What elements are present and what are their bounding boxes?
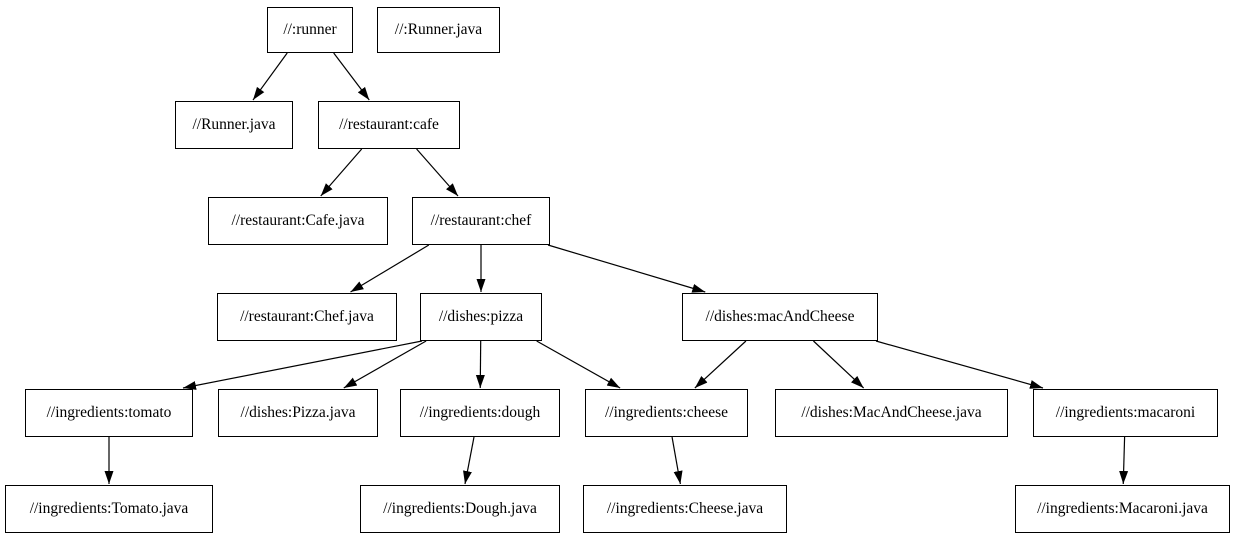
node-label: //restaurant:Cafe.java [231,212,365,230]
edge-mac-and-cheese-to-macaroni [875,340,1044,389]
node-mac-and-cheese: //dishes:macAndCheese [682,293,878,341]
edge-mac-and-cheese-to-cheese [694,340,747,389]
node-pizza-java: //dishes:Pizza.java [218,389,378,437]
node-label: //dishes:pizza [438,308,524,326]
edge-pizza-to-pizza-java [343,340,427,389]
node-label: //:runner [283,21,337,39]
node-dough: //ingredients:dough [400,389,560,437]
node-label: //restaurant:chef [430,212,532,230]
edge-pizza-to-cheese [536,340,621,389]
node-tomato-java: //ingredients:Tomato.java [5,485,213,533]
node-pizza: //dishes:pizza [420,293,542,341]
node-label: //dishes:MacAndCheese.java [801,404,982,422]
node-label: //dishes:macAndCheese [705,308,855,326]
node-label: //ingredients:dough [419,404,541,422]
edge-cheese-to-cheese-java [671,436,683,485]
node-label: //restaurant:Chef.java [240,308,374,326]
node-mac-and-cheese-java: //dishes:MacAndCheese.java [775,389,1008,437]
edge-chef-to-mac-and-cheese [547,244,706,293]
edge-macaroni-to-macaroni-java [1119,436,1129,485]
edge-chef-to-chef-java [350,244,430,293]
edge-runner-to-cafe [333,52,370,101]
edge-mac-and-cheese-to-mac-and-cheese-java [813,340,865,389]
node-label: //Runner.java [192,116,276,134]
node-runner: //:runner [267,7,353,53]
node-label: //restaurant:cafe [339,116,439,134]
node-cafe: //restaurant:cafe [318,101,460,149]
node-tomato: //ingredients:tomato [25,389,193,437]
node-chef: //restaurant:chef [412,197,550,245]
node-label: //ingredients:Cheese.java [606,500,764,518]
node-cheese-java: //ingredients:Cheese.java [583,485,787,533]
node-label: //ingredients:macaroni [1055,404,1196,422]
node-label: //ingredients:Tomato.java [29,500,189,518]
node-label: //dishes:Pizza.java [240,404,356,422]
node-label: //ingredients:cheese [604,404,729,422]
node-label: //:Runner.java [394,21,483,39]
node-macaroni-java: //ingredients:Macaroni.java [1015,485,1230,533]
edge-cafe-to-cafe-java [320,148,363,197]
node-cheese: //ingredients:cheese [585,389,748,437]
edge-pizza-to-tomato [182,340,423,390]
edge-cafe-to-chef [416,148,459,197]
node-cafe-java: //restaurant:Cafe.java [208,197,388,245]
node-chef-java: //restaurant:Chef.java [217,293,397,341]
edge-group [104,52,1129,485]
node-runner-java-root: //:Runner.java [377,7,500,53]
node-label: //ingredients:tomato [46,404,172,422]
node-label: //ingredients:Macaroni.java [1037,500,1208,518]
edge-runner-to-runner-java [252,52,288,101]
node-dough-java: //ingredients:Dough.java [360,485,560,533]
node-runner-java: //Runner.java [175,101,293,149]
node-macaroni: //ingredients:macaroni [1033,389,1218,437]
node-label: //ingredients:Dough.java [383,500,537,518]
edge-dough-to-dough-java [463,436,475,485]
